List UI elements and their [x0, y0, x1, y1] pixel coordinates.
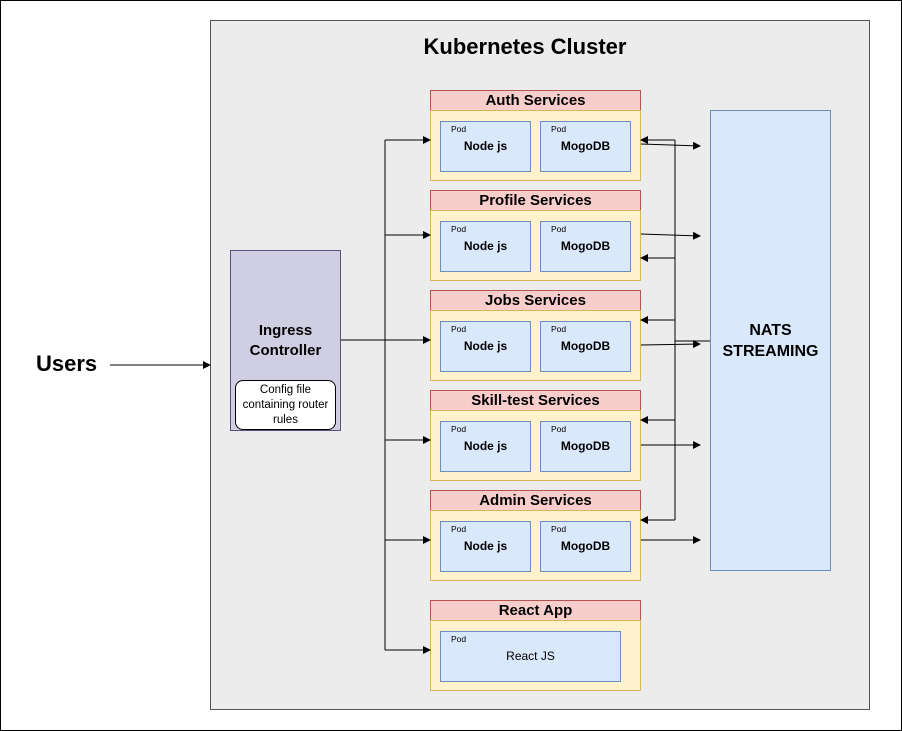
users-label: Users	[36, 351, 98, 376]
service-body: Pod Node js Pod MogoDB	[430, 310, 641, 381]
config-note: Config file containing router rules	[235, 380, 336, 430]
service-title: Admin Services	[430, 490, 641, 511]
pod-nodejs: Pod Node js	[440, 321, 531, 372]
service-skill-test: Skill-test Services Pod Node js Pod Mogo…	[430, 390, 641, 481]
pod-name: MogoDB	[560, 339, 611, 353]
pod-name: MogoDB	[560, 539, 611, 553]
service-jobs: Jobs Services Pod Node js Pod MogoDB	[430, 290, 641, 381]
service-body: Pod React JS	[430, 620, 641, 691]
pod-nodejs: Pod Node js	[440, 421, 531, 472]
pod-nodejs: Pod Node js	[440, 521, 531, 572]
pod-tag: Pod	[551, 524, 567, 534]
pod-mongodb: Pod MogoDB	[540, 321, 631, 372]
service-title: Skill-test Services	[430, 390, 641, 411]
cluster-title: Kubernetes Cluster	[423, 34, 627, 59]
pod-tag: Pod	[551, 124, 567, 134]
pod-mongodb: Pod MogoDB	[540, 221, 631, 272]
pod-name: Node js	[463, 139, 508, 153]
service-admin: Admin Services Pod Node js Pod MogoDB	[430, 490, 641, 581]
pod-mongodb: Pod MogoDB	[540, 521, 631, 572]
service-react-app: React App Pod React JS	[430, 600, 641, 691]
pod-mongodb: Pod MogoDB	[540, 421, 631, 472]
service-title: React App	[430, 600, 641, 621]
service-body: Pod Node js Pod MogoDB	[430, 210, 641, 281]
pod-tag: Pod	[551, 224, 567, 234]
pod-mongodb: Pod MogoDB	[540, 121, 631, 172]
nats-title-rest: STREAMING	[722, 343, 819, 360]
pod-tag: Pod	[451, 224, 467, 234]
pod-nodejs: Pod Node js	[440, 221, 531, 272]
pod-name: Node js	[463, 539, 508, 553]
pod-tag: Pod	[451, 424, 467, 434]
pod-tag: Pod	[451, 524, 467, 534]
service-body: Pod Node js Pod MogoDB	[430, 410, 641, 481]
pod-name: MogoDB	[560, 239, 611, 253]
service-auth: Auth Services Pod Node js Pod MogoDB	[430, 90, 641, 181]
pod-name: MogoDB	[560, 139, 611, 153]
service-title: Profile Services	[430, 190, 641, 211]
service-body: Pod Node js Pod MogoDB	[430, 110, 641, 181]
pod-name: Node js	[463, 339, 508, 353]
service-profile: Profile Services Pod Node js Pod MogoDB	[430, 190, 641, 281]
pod-name: React JS	[506, 649, 555, 663]
pod-tag: Pod	[451, 124, 467, 134]
pod-tag: Pod	[451, 324, 467, 334]
pod-name: Node js	[463, 439, 508, 453]
pod-nodejs: Pod Node js	[440, 121, 531, 172]
pod-name: MogoDB	[560, 439, 611, 453]
pod-tag: Pod	[551, 424, 567, 434]
service-title: Jobs Services	[430, 290, 641, 311]
pod-reactjs: Pod React JS	[440, 631, 621, 682]
pod-tag: Pod	[451, 634, 467, 644]
service-title: Auth Services	[430, 90, 641, 111]
pod-name: Node js	[463, 239, 508, 253]
ingress-controller: Ingress Controller Config file containin…	[230, 250, 341, 431]
ingress-controller-title: Ingress Controller	[249, 322, 322, 359]
pod-tag: Pod	[551, 324, 567, 334]
service-body: Pod Node js Pod MogoDB	[430, 510, 641, 581]
